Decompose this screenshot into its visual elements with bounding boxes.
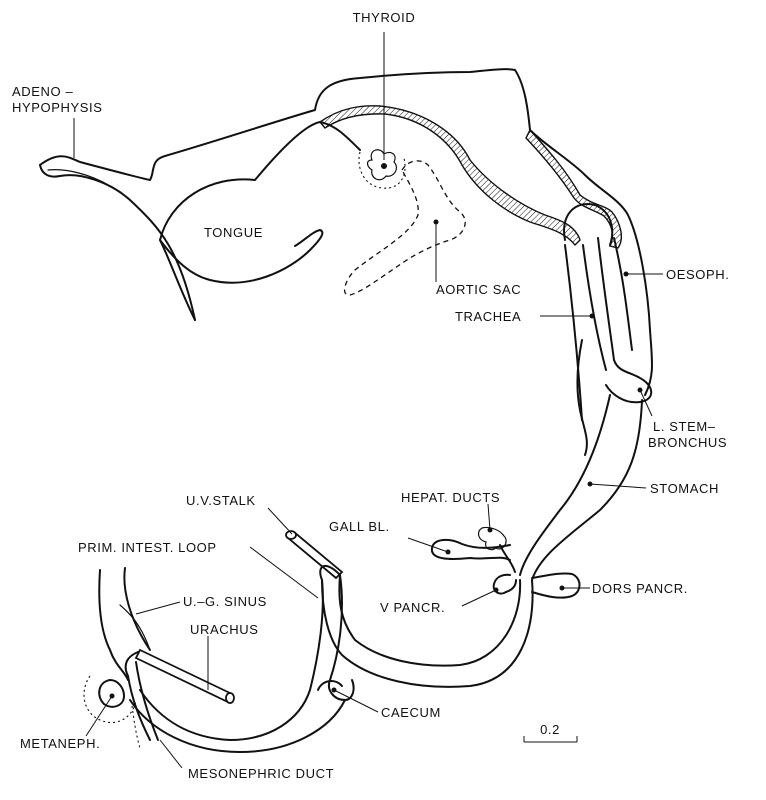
label-gall-bladder: GALL BL. (329, 519, 390, 534)
label-uv-stalk: U.V.STALK (186, 493, 256, 508)
label-l-stem-line1: L. STEM– (653, 419, 716, 434)
label-aortic-sac: AORTIC SAC (436, 282, 521, 297)
label-thyroid: THYROID (353, 10, 416, 25)
label-stomach: STOMACH (650, 481, 719, 496)
label-oesophagus: OESOPH. (666, 267, 729, 282)
label-l-stem-line2: BRONCHUS (648, 435, 727, 450)
label-adeno-line1: ADENO – (12, 84, 73, 99)
label-metanephros: METANEPH. (20, 736, 100, 751)
labels: THYROID ADENO – HYPOPHYSIS TONGUE AORTIC… (12, 10, 729, 781)
label-dorsal-pancreas: DORS PANCR. (592, 581, 688, 596)
leader-lines (73, 32, 663, 769)
label-urachus: URACHUS (190, 622, 258, 637)
label-mesonephric-duct: MESONEPHRIC DUCT (188, 766, 334, 781)
scale-bar-label: 0.2 (540, 722, 560, 737)
hepatic-region (430, 526, 516, 573)
stomach-duodenum (519, 394, 643, 581)
dorsal-pancreas (531, 572, 581, 599)
label-prim-intest-loop: PRIM. INTEST. LOOP (78, 540, 217, 555)
label-hepatic-ducts: HEPAT. DUCTS (401, 490, 500, 505)
label-caecum: CAECUM (381, 705, 441, 720)
label-ventral-pancreas: V PANCR. (380, 600, 445, 615)
label-trachea: TRACHEA (455, 309, 521, 324)
scale-bar: 0.2 (523, 722, 578, 743)
aortic-sac-outline (343, 160, 466, 296)
label-ug-sinus: U.–G. SINUS (183, 594, 267, 609)
ventral-pancreas (492, 573, 517, 595)
intestinal-loop (129, 530, 534, 753)
trachea-oesophagus (564, 237, 653, 456)
head-outline (39, 68, 654, 396)
label-tongue: TONGUE (204, 225, 263, 240)
label-adeno-line2: HYPOPHYSIS (12, 100, 103, 115)
thyroid-structure (358, 149, 406, 189)
